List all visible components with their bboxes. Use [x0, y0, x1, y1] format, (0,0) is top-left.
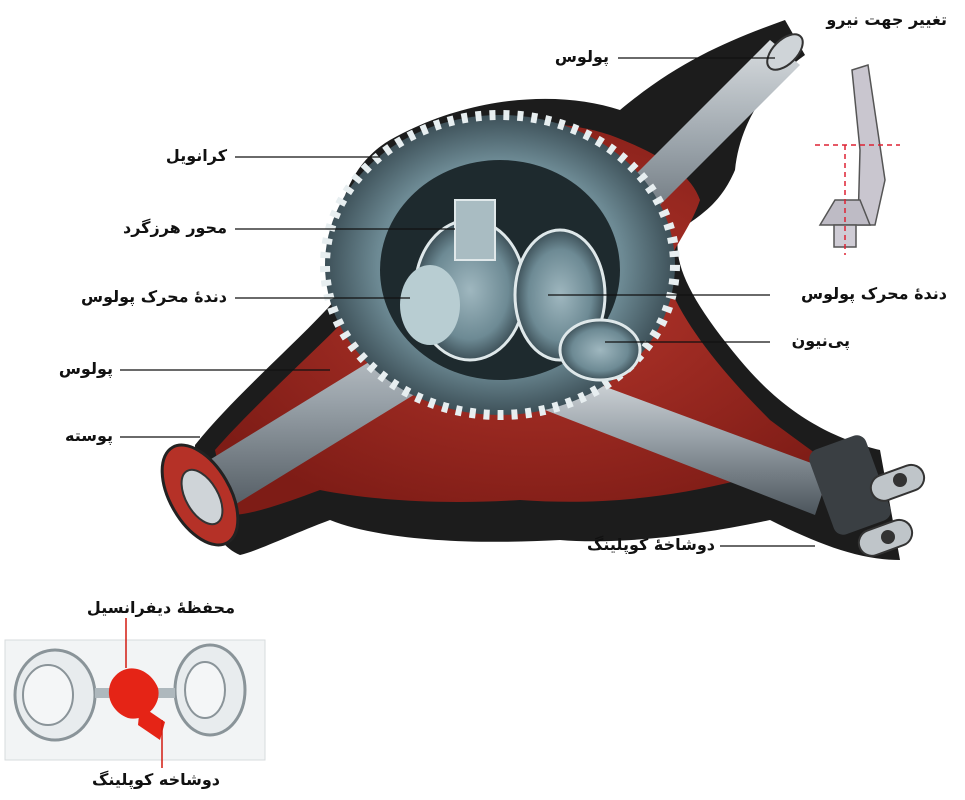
inset-drivetrain — [5, 618, 265, 768]
label-spider-shaft: محور هرزگرد — [123, 220, 227, 236]
force-direction-diagram — [815, 65, 900, 255]
label-coupling-yoke: دوشاخهٔ کوپلینگ — [587, 537, 715, 553]
label-inset-yoke: دوشاخه کوپلینگ — [92, 772, 220, 788]
label-inset-housing: محفظهٔ دیفرانسیل — [87, 600, 235, 616]
label-axle-left: پولوس — [59, 361, 113, 377]
label-side-gear-right: دندهٔ محرک پولوس — [801, 286, 947, 302]
label-side-gear-left: دندهٔ محرک پولوس — [81, 289, 227, 305]
label-ring-gear: کرانویل — [166, 148, 227, 164]
label-axle-top: پولوس — [555, 49, 609, 65]
label-pinion: پی‌نیون — [792, 333, 850, 349]
label-housing: پوسته — [65, 428, 113, 444]
label-force-direction: تغییر جهت نیرو — [826, 12, 947, 28]
